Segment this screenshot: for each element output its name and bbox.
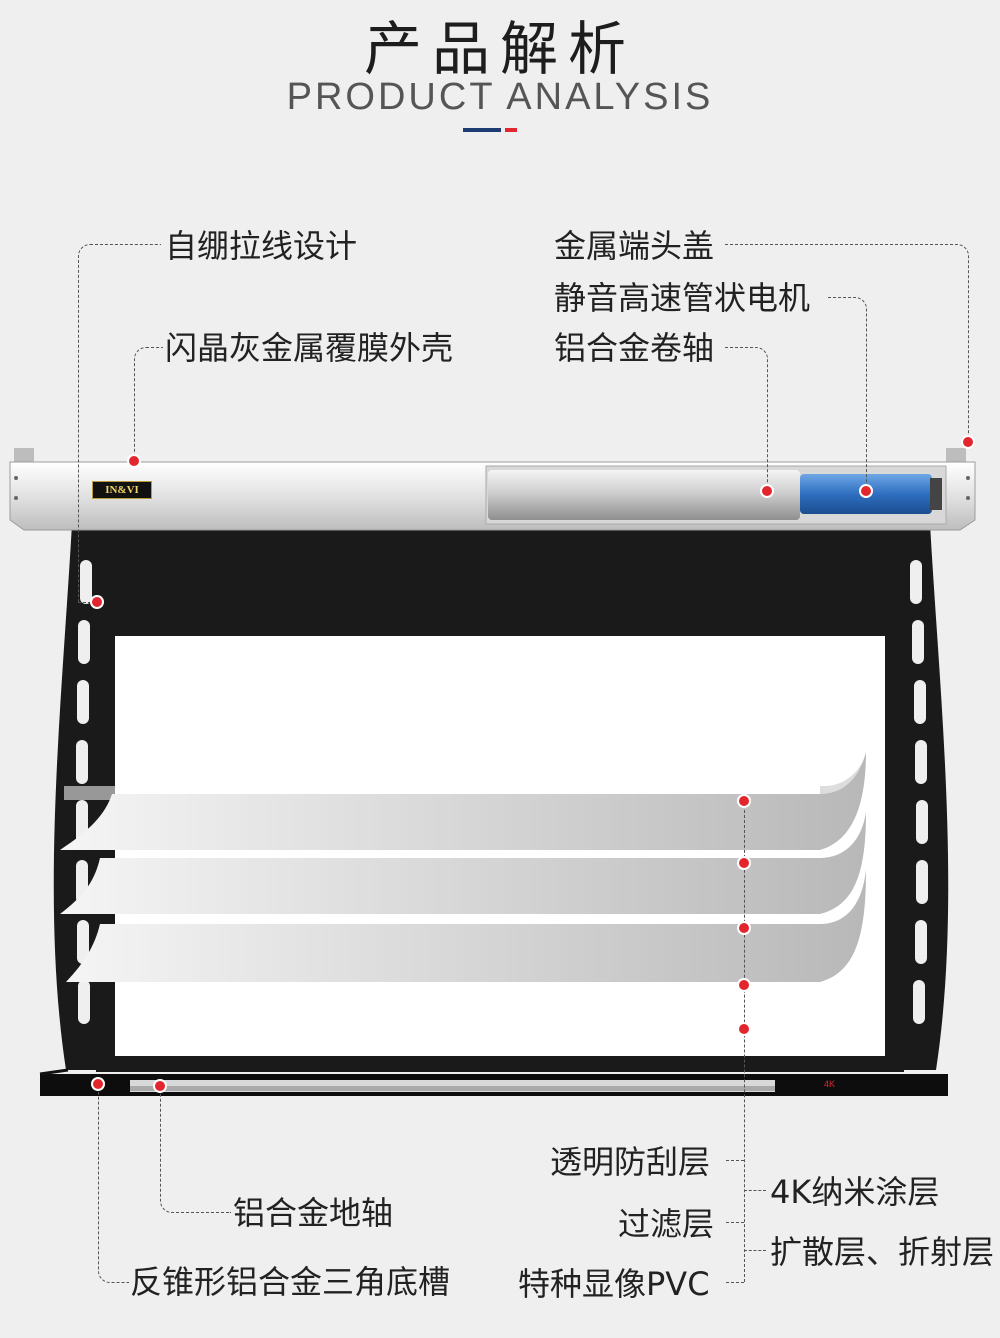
leader-nano bbox=[744, 1190, 766, 1191]
leader-filter bbox=[726, 1222, 744, 1223]
label-layer-filter: 过滤层 bbox=[618, 1204, 714, 1244]
label-layer-pvc: 特种显像PVC bbox=[518, 1264, 710, 1304]
marker-layer-2 bbox=[739, 858, 749, 868]
marker-motor bbox=[861, 486, 871, 496]
marker-layer-5 bbox=[739, 1024, 749, 1034]
leader-bottom-groove bbox=[98, 1084, 129, 1283]
marker-bottom-axis bbox=[155, 1081, 165, 1091]
label-housing: 闪晶灰金属覆膜外壳 bbox=[165, 328, 453, 368]
4k-badge: 4K bbox=[824, 1079, 835, 1089]
leader-bottom-axis bbox=[160, 1086, 231, 1213]
marker-bottom-groove bbox=[93, 1079, 103, 1089]
marker-end-cap bbox=[963, 437, 973, 447]
marker-layer-1 bbox=[739, 796, 749, 806]
label-layer-nano: 4K纳米涂层 bbox=[770, 1172, 939, 1212]
leader-motor bbox=[828, 297, 867, 492]
label-bottom-groove: 反锥形铝合金三角底槽 bbox=[130, 1262, 450, 1302]
leader-scratch bbox=[726, 1160, 744, 1161]
marker-layer-3 bbox=[739, 923, 749, 933]
marker-self-tension bbox=[92, 597, 102, 607]
label-bottom-axis: 铝合金地轴 bbox=[233, 1193, 393, 1233]
label-motor: 静音高速管状电机 bbox=[554, 278, 810, 318]
marker-roller bbox=[762, 486, 772, 496]
label-self-tension: 自绷拉线设计 bbox=[165, 226, 357, 266]
label-roller: 铝合金卷轴 bbox=[554, 328, 714, 368]
marker-layer-4 bbox=[739, 980, 749, 990]
leader-pvc bbox=[726, 1282, 744, 1283]
leader-housing bbox=[134, 347, 163, 462]
label-layer-diffuse: 扩散层、折射层 bbox=[770, 1232, 994, 1272]
leader-roller bbox=[725, 347, 768, 492]
leader-layers-vertical bbox=[744, 800, 745, 1282]
label-end-cap: 金属端头盖 bbox=[554, 226, 714, 266]
marker-housing bbox=[129, 456, 139, 466]
label-layer-scratch: 透明防刮层 bbox=[550, 1142, 710, 1182]
leader-diffuse bbox=[744, 1250, 766, 1251]
